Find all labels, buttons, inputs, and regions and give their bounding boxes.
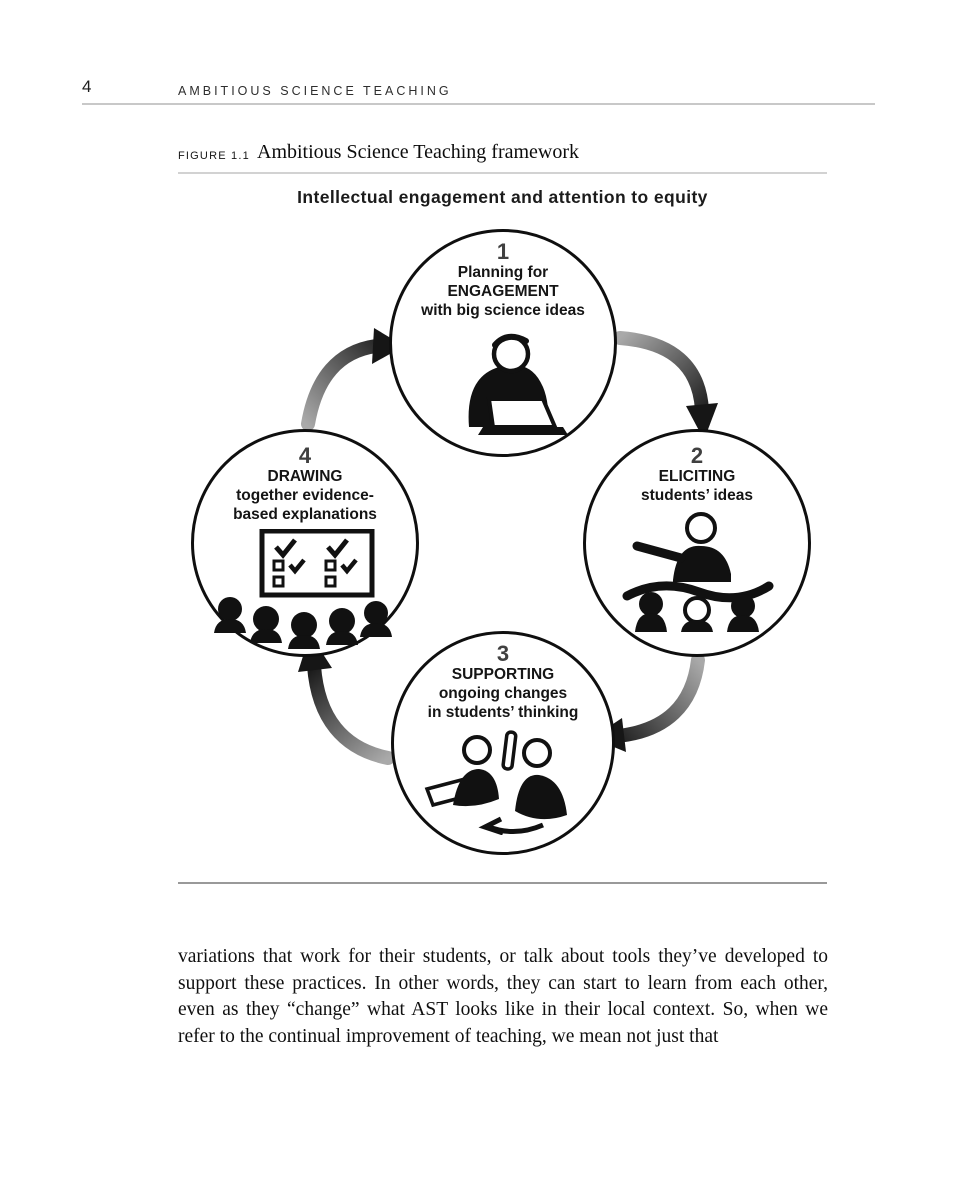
- arrow-1-to-2: [613, 331, 718, 440]
- node-number: 2: [690, 443, 704, 468]
- node-planning: 1 Planning for ENGAGEMENT with big scien…: [389, 229, 617, 457]
- figure-title: Intellectual engagement and attention to…: [297, 187, 708, 207]
- node-label-line: together evidence-: [236, 487, 374, 505]
- node-label-line: with big science ideas: [421, 302, 585, 320]
- arrow-4-to-1: [301, 328, 404, 431]
- node-label-line: based explanations: [233, 506, 377, 524]
- checklist-board-audience-icon: [214, 529, 392, 650]
- node-eliciting: 2 ELICITING students’ ideas: [583, 429, 811, 657]
- students-experiment-icon: [424, 730, 567, 836]
- node-label-line: Planning for: [457, 264, 549, 282]
- cycle-diagram: 1 Planning for ENGAGEMENT with big scien…: [150, 228, 860, 888]
- person-at-laptop-icon: [468, 333, 568, 436]
- node-number: 3: [496, 641, 510, 666]
- node-label-line: ENGAGEMENT: [447, 283, 559, 301]
- node-drawing: 4 DRAWING together evidence- based expla…: [191, 429, 419, 657]
- node-supporting: 3 SUPPORTING ongoing changes in students…: [391, 631, 615, 855]
- page-number: 4: [82, 77, 92, 96]
- figure-label: FIGURE 1.1: [178, 150, 250, 162]
- caption-rule: [178, 172, 827, 174]
- node-label-line: students’ ideas: [641, 487, 753, 505]
- node-label-line: in students’ thinking: [427, 704, 579, 722]
- node-number: 4: [298, 443, 312, 468]
- node-number: 1: [496, 239, 510, 264]
- teacher-with-students-icon: [622, 512, 774, 633]
- body-paragraph: variations that work for their students,…: [178, 946, 828, 1048]
- node-label-line: ELICITING: [658, 468, 736, 486]
- figure-bottom-rule: [178, 882, 827, 884]
- figure-caption: Ambitious Science Teaching framework: [257, 141, 580, 163]
- header-rule: [82, 103, 875, 105]
- node-label-line: SUPPORTING: [451, 666, 555, 684]
- running-head: AMBITIOUS SCIENCE TEACHING: [178, 84, 452, 98]
- node-label-line: ongoing changes: [438, 685, 568, 703]
- node-label-line: DRAWING: [267, 468, 343, 486]
